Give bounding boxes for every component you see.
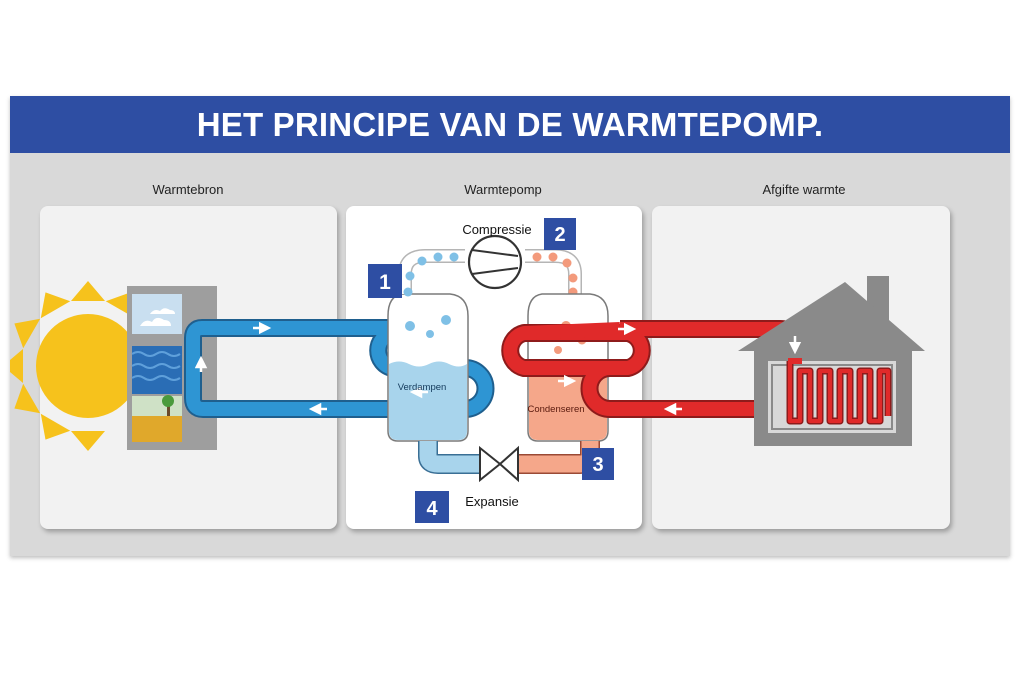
stage-2-number: 2: [554, 224, 565, 246]
expansion-valve-icon: [479, 445, 519, 483]
liquid-line-hot: [515, 441, 600, 474]
heat-pump-diagram: 1 2 3 4 Compressie Expansie Verdampen Co…: [10, 218, 925, 523]
stage-4-badge: 4: [415, 491, 449, 523]
suction-line: [398, 249, 465, 297]
stage-3-number: 3: [592, 454, 603, 476]
compressor-icon: [467, 234, 523, 290]
column-label-source: Warmtebron: [152, 182, 224, 197]
flow-arrows: [194, 321, 802, 416]
title-banner: HET PRINCIPE VAN DE WARMTEPOMP.: [10, 96, 1010, 153]
label-evaporation: Verdampen: [398, 382, 447, 393]
diagram-frame: HET PRINCIPE VAN DE WARMTEPOMP. Warmtebr…: [10, 96, 1010, 556]
sun-icon: [10, 281, 140, 451]
label-condensation: Condenseren: [527, 404, 584, 415]
stage-4-number: 4: [426, 498, 438, 520]
stage-2-badge: 2: [544, 218, 576, 250]
evaporator-vessel: [387, 293, 469, 442]
environment-strip-icon: [127, 286, 217, 450]
floor-heating-coil-icon: [786, 361, 892, 425]
discharge-line: [525, 249, 582, 297]
column-label-pump: Warmtepomp: [464, 182, 542, 197]
cold-circuit: [184, 319, 495, 418]
page-title: HET PRINCIPE VAN DE WARMTEPOMP.: [196, 105, 824, 143]
stage-3-badge: 3: [582, 448, 614, 480]
label-compression: Compressie: [462, 222, 531, 237]
liquid-line-cold: [418, 441, 482, 474]
stage-1-number: 1: [379, 271, 391, 294]
stage-1-badge: 1: [368, 264, 402, 298]
column-label-output: Afgifte warmte: [762, 182, 846, 197]
label-expansion: Expansie: [465, 494, 518, 509]
